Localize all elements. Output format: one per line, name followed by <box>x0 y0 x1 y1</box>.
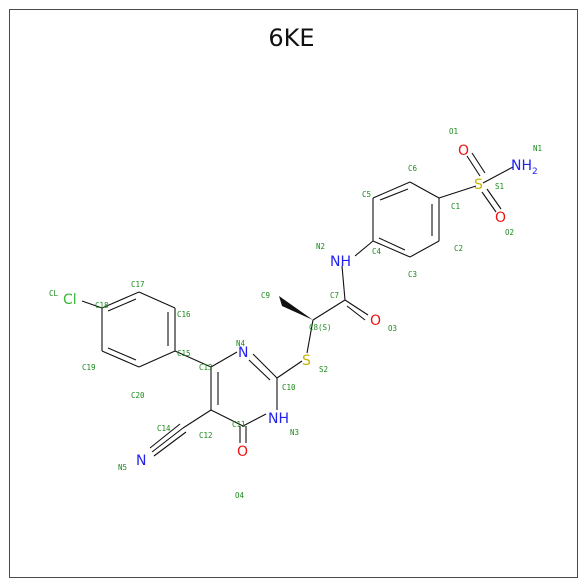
label-c15: C15 <box>177 349 191 358</box>
bond-n2-c7 <box>341 265 346 301</box>
label-cl: CL <box>49 289 59 298</box>
bond-s1-o1-a <box>466 155 481 177</box>
bond-c4-n2 <box>354 240 374 257</box>
label-c4: C4 <box>372 247 382 256</box>
label-c19: C19 <box>82 363 96 372</box>
bond-c18-cl <box>81 300 103 309</box>
label-c10: C10 <box>282 383 296 392</box>
bond-c12-c11 <box>210 409 244 427</box>
label-c8: C8(S) <box>309 323 332 332</box>
bond-c13-c15 <box>174 350 212 368</box>
label-o4: O4 <box>235 491 245 500</box>
atom-cl: Cl <box>63 292 77 308</box>
bond-c7-c8 <box>312 299 346 321</box>
bond-c5-c6 <box>372 181 411 199</box>
atom-s1: S <box>474 177 483 193</box>
bond-c6-c1 <box>409 181 440 199</box>
atom-s2: S <box>302 353 311 369</box>
label-c17: C17 <box>131 280 145 289</box>
bond-c1-s1 <box>438 185 477 199</box>
bond-s1-n1 <box>482 166 514 184</box>
label-c11: C11 <box>232 420 246 429</box>
label-c3: C3 <box>408 270 417 279</box>
bond-c11-n3 <box>242 413 267 427</box>
label-c9: C9 <box>261 291 270 300</box>
atom-o3: O <box>370 313 381 329</box>
bond-s1-o2-a <box>481 191 497 213</box>
bond-c7-o3-b <box>346 305 366 321</box>
viewer-frame <box>9 9 578 578</box>
bond-c14-n5-c <box>153 431 187 457</box>
atom-o1: O <box>458 143 469 159</box>
label-c16: C16 <box>177 310 191 319</box>
bond-c16-c17 <box>138 291 176 309</box>
label-c7: C7 <box>330 291 339 300</box>
bond-s1-o1-b <box>471 152 486 174</box>
label-n3: N3 <box>290 428 299 437</box>
atom-o2: O <box>495 210 506 226</box>
bond-n4-c13 <box>210 351 238 368</box>
label-n5: N5 <box>118 463 127 472</box>
label-o2: O2 <box>505 228 514 237</box>
bond-c10-n4-a <box>252 353 278 379</box>
bond-c14-n5-a <box>151 427 184 453</box>
label-c12: C12 <box>199 431 213 440</box>
label-c14: C14 <box>157 424 171 433</box>
molecule-title: 6KE <box>268 24 315 52</box>
bond-c17-c18-inner <box>107 298 137 312</box>
bond-s1-o2-b <box>486 188 502 210</box>
label-n4: N4 <box>236 339 246 348</box>
atom-n2: NH <box>330 254 351 270</box>
atom-n4: N <box>238 345 248 361</box>
atom-nh2: NH2 <box>511 158 538 177</box>
bond-c17-c18 <box>101 291 140 309</box>
bond-c20-c15 <box>138 350 176 368</box>
label-c2: C2 <box>454 244 463 253</box>
label-c1: C1 <box>451 202 460 211</box>
bond-c3-c4 <box>372 240 411 258</box>
bond-s2-c10 <box>276 360 303 379</box>
atom-n3: NH <box>268 411 289 427</box>
bond-c8-s2 <box>306 319 314 354</box>
bond-c12-c14 <box>182 409 212 429</box>
bond-c2-c3 <box>409 240 440 258</box>
label-o3: O3 <box>388 324 397 333</box>
label-s1: S1 <box>495 182 504 191</box>
label-c5: C5 <box>362 190 371 199</box>
label-c18: C18 <box>95 301 109 310</box>
label-c20: C20 <box>131 391 145 400</box>
label-n1: N1 <box>533 144 542 153</box>
atom-o4: O <box>237 444 248 460</box>
label-n2: N2 <box>316 242 325 251</box>
bond-c3-c4-inner <box>378 237 406 251</box>
label-c13: C13 <box>199 363 213 372</box>
bond-c5-c6-inner <box>379 188 409 201</box>
label-o1: O1 <box>449 127 458 136</box>
label-c6: C6 <box>408 164 418 173</box>
bond-c10-n4-b <box>248 359 271 381</box>
wedge-bond-c8-c9 <box>279 296 313 320</box>
bonds <box>81 152 514 457</box>
bond-c14-n5-b <box>149 423 181 449</box>
atom-n5: N <box>136 453 146 469</box>
bond-c19-c20 <box>101 350 140 368</box>
bond-c19-c20-inner <box>107 347 137 361</box>
bond-c7-o3-a <box>344 299 369 316</box>
label-s2: S2 <box>319 365 328 374</box>
